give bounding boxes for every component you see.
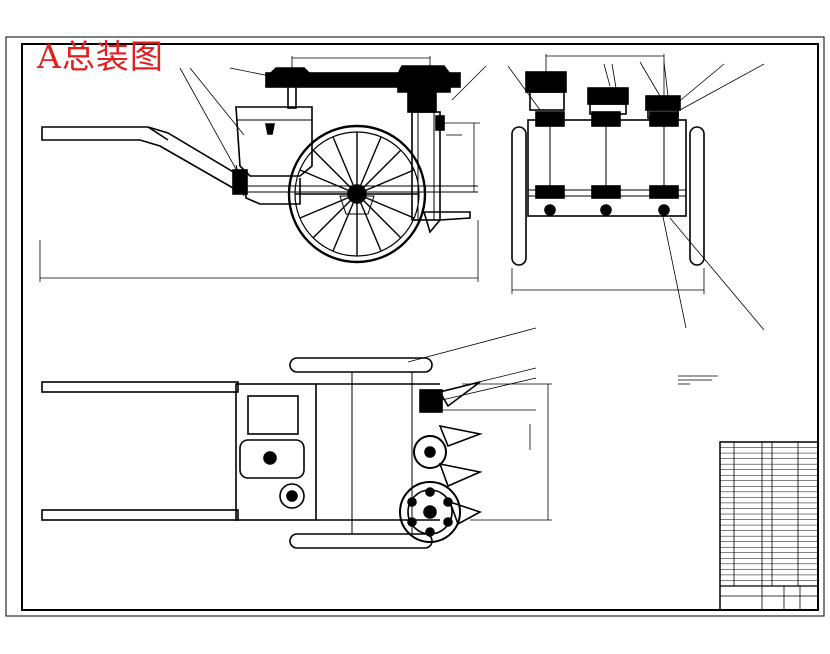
- outer-border: [5, 36, 825, 617]
- end-frame: [527, 119, 687, 217]
- drawing-title: A总装图: [37, 37, 164, 76]
- plan-hopper: [239, 439, 305, 479]
- plan-drive-gear: [399, 481, 461, 543]
- ground-wheel: [287, 124, 427, 264]
- plan-wheel-top: [289, 357, 433, 373]
- vertical-post: [287, 85, 297, 109]
- main-frame: [245, 178, 301, 205]
- plan-openers: [438, 381, 483, 526]
- side-elevation-view: [39, 56, 487, 282]
- plan-handle-bottom: [41, 509, 239, 521]
- metering-units: [535, 111, 679, 216]
- top-sprocket-left: [269, 67, 311, 87]
- top-sprocket-right: [397, 65, 451, 93]
- handle-bar: [41, 126, 243, 194]
- end-wheel-left: [511, 126, 527, 266]
- inner-border: [21, 43, 819, 611]
- seed-hopper: [235, 106, 313, 177]
- technical-note: [678, 375, 718, 385]
- title-block: [719, 441, 819, 611]
- furrow-opener: [422, 211, 471, 234]
- end-wheel-right: [689, 126, 705, 266]
- plan-chassis: [235, 383, 317, 521]
- end-elevation-view: [507, 54, 765, 331]
- plan-view: [41, 327, 552, 549]
- plan-handle-top: [41, 381, 239, 393]
